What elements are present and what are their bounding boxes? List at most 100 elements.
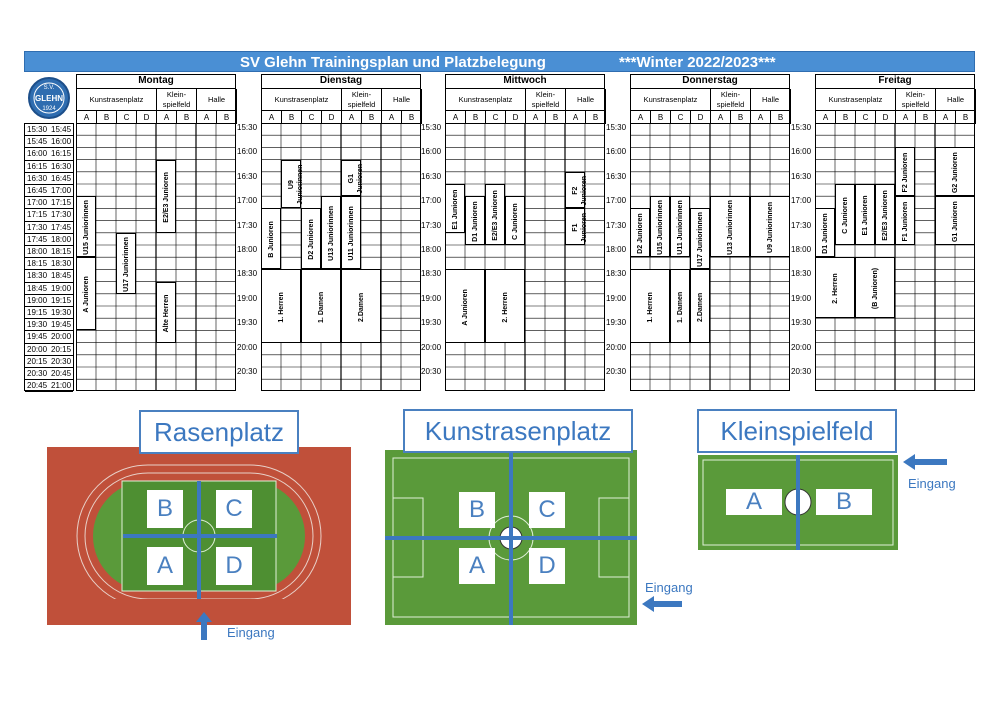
slot-start: 19:15 <box>27 308 48 317</box>
slot-label: D1 Junioren <box>472 201 479 242</box>
training-slot: U15 Juniorinnen <box>650 196 670 258</box>
slot-label: G2 Junioren <box>952 152 959 194</box>
slot-label: 1. Damen <box>677 291 684 323</box>
training-slot: U17 Juniorinnen <box>690 208 710 270</box>
time-marker: 16:30 <box>791 171 812 181</box>
time-marker: 16:30 <box>606 171 627 181</box>
slot-start: 16:30 <box>27 173 48 183</box>
slot-start: 17:30 <box>27 222 48 232</box>
time-marker: 19:30 <box>791 318 812 328</box>
training-slot: F2 Junioren <box>565 171 588 209</box>
time-marker: 19:30 <box>606 318 627 328</box>
zone-a: A <box>459 548 495 584</box>
training-slot: U13 Juniorinnen <box>321 196 341 270</box>
time-marker: 17:00 <box>237 196 258 206</box>
training-slot: D1 Junioren <box>465 196 485 245</box>
time-marker: 15:30 <box>791 123 812 132</box>
section-header-kunst: Kunstrasenplatz <box>262 89 342 111</box>
slot-start: 19:45 <box>27 332 48 342</box>
map-kunstrasenplatz: B C A D <box>385 450 637 625</box>
time-marker: 16:00 <box>421 147 442 157</box>
field-label: B <box>362 111 382 124</box>
time-marker: 20:30 <box>606 367 627 376</box>
section-header-halle: Halle <box>566 89 606 111</box>
zone-b: B <box>147 490 183 528</box>
map-rasenplatz: B C A D <box>47 447 351 625</box>
field-label: B <box>97 111 117 124</box>
training-slot: G1 Junioren <box>341 159 364 197</box>
section-header-halle: Halle <box>751 89 791 111</box>
slot-start: 16:45 <box>27 186 48 195</box>
slot-label: 1. Herren <box>647 291 654 323</box>
training-slot: E2/E3 Junioren <box>875 184 895 245</box>
page-title: SV Glehn Trainingsplan und Platzbelegung <box>240 54 546 71</box>
map-title-kleinspielfeld: Kleinspielfeld <box>697 409 897 453</box>
time-marker: 18:00 <box>421 245 442 254</box>
time-marker: 19:30 <box>421 318 442 328</box>
slot-label: E1 Junioren <box>862 195 869 236</box>
section-header-halle: Halle <box>936 89 976 111</box>
training-slot: D2 Junioren <box>301 208 321 270</box>
entrance-label-rasen: Eingang <box>227 625 275 640</box>
zone-c: C <box>529 492 565 528</box>
field-label: C <box>117 111 137 124</box>
field-label: B <box>546 111 566 124</box>
day-name: Freitag <box>816 75 974 89</box>
field-label: B <box>956 111 976 124</box>
section-header-klein: Klein-spielfeld <box>342 89 382 111</box>
day-name: Montag <box>77 75 235 89</box>
field-label: D <box>137 111 157 124</box>
time-marker: 17:00 <box>606 196 627 206</box>
field-label: D <box>876 111 896 124</box>
time-marker: 20:00 <box>791 342 812 352</box>
field-label: A <box>446 111 466 124</box>
entrance-label-klein: Eingang <box>908 476 956 491</box>
logo-name-text: GLEHN <box>35 94 63 103</box>
slot-end: 17:15 <box>51 198 72 208</box>
field-label: C <box>856 111 876 124</box>
field-label: C <box>302 111 322 124</box>
slot-start: 19:30 <box>27 320 48 330</box>
slot-label: U17 Juniorinnen <box>123 236 130 292</box>
slot-label: 1. Damen <box>318 291 325 323</box>
field-label: B <box>217 111 237 124</box>
time-marker: 16:30 <box>237 171 258 181</box>
slot-start: 20:45 <box>27 381 48 391</box>
slot-label: E2/E3 Junioren <box>882 190 889 241</box>
slot-end: 16:30 <box>51 161 72 171</box>
slot-label: U15 Juniorinnen <box>657 200 664 256</box>
zone-d: D <box>216 547 252 585</box>
field-label: A <box>566 111 586 124</box>
field-label: B <box>466 111 486 124</box>
time-marker: 16:00 <box>606 147 627 157</box>
training-slot: U11 Juniorinnen <box>670 196 690 258</box>
time-marker: 17:30 <box>791 220 812 230</box>
slot-label: U9 Juniorinnen <box>767 202 774 254</box>
field-label: A <box>77 111 97 124</box>
slot-start: 17:45 <box>27 234 48 244</box>
section-header-halle: Halle <box>197 89 237 111</box>
training-slot: Alte Herren <box>156 281 176 343</box>
training-slot: G1 Junioren <box>935 196 975 245</box>
time-marker: 18:30 <box>791 269 812 279</box>
zone-d: D <box>529 548 565 584</box>
field-label: B <box>177 111 197 124</box>
slot-label: 2. Herren <box>832 273 839 304</box>
time-marker: 20:00 <box>237 342 258 352</box>
training-slot: 1. Damen <box>301 269 341 343</box>
slot-label: A Junioren <box>462 288 469 326</box>
field-label: A <box>751 111 771 124</box>
time-marker: 15:30 <box>421 123 442 132</box>
slot-label: 1. Herren <box>278 291 285 323</box>
training-slot: C Junioren <box>835 184 855 245</box>
training-slot: F2 Junioren <box>895 147 915 197</box>
training-slot: A Junioren <box>76 257 96 331</box>
